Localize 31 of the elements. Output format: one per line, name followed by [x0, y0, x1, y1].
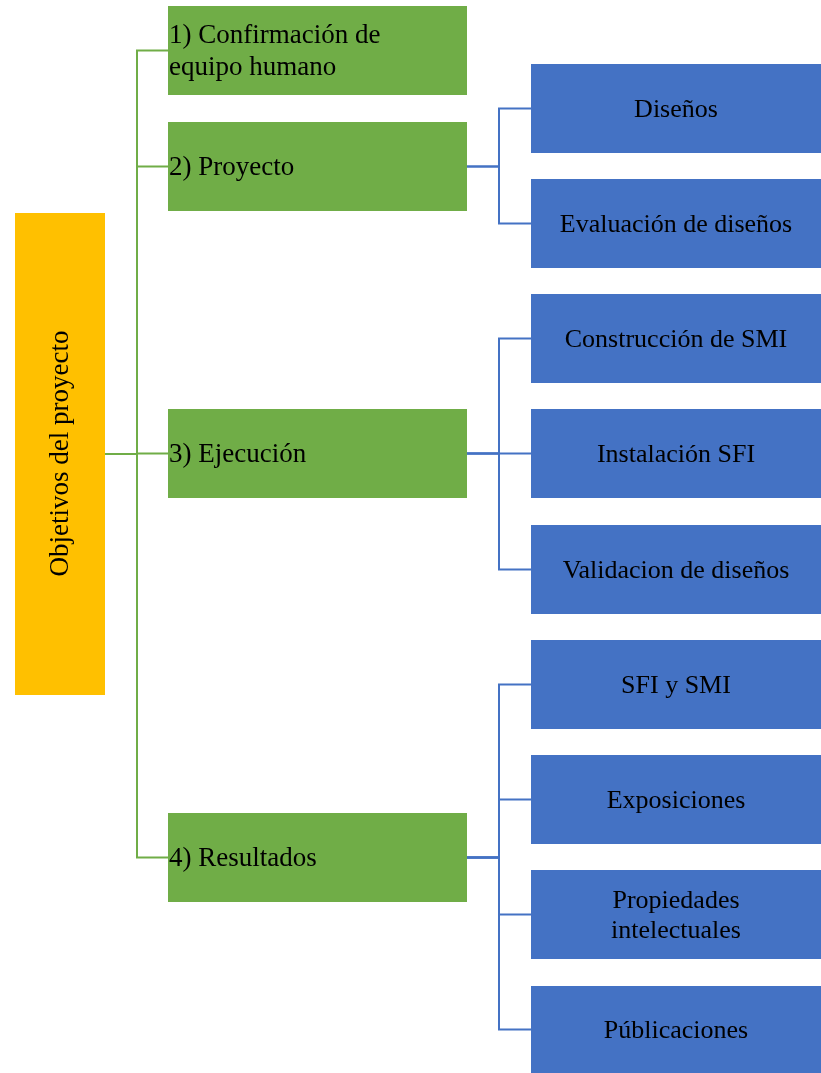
task-box — [531, 64, 821, 153]
connector-line — [466, 452, 532, 571]
task-box — [531, 640, 821, 729]
root-box — [15, 213, 105, 695]
box-label: Propiedades intelectuales — [610, 884, 742, 945]
box-label: Objetivos del proyecto — [44, 331, 76, 577]
box-label: Públicaciones — [603, 1014, 749, 1045]
box-label: Evaluación de diseños — [559, 208, 793, 239]
connector-line — [466, 165, 532, 225]
box-label: 4) Resultados — [169, 841, 317, 873]
box-label: Construcción de SMI — [564, 323, 788, 354]
box-label: 1) Confirmación de equipo humano — [169, 19, 382, 82]
box-label: 2) Proyecto — [169, 150, 295, 182]
task-box — [531, 986, 821, 1073]
box-label: Diseños — [634, 93, 718, 124]
box-label: Exposiciones — [606, 784, 746, 815]
task-box — [531, 870, 821, 959]
connector-line — [466, 856, 532, 1031]
task-box — [531, 179, 821, 268]
stage-box — [168, 6, 467, 95]
task-box — [531, 409, 821, 498]
box-label: Validacion de diseños — [562, 554, 790, 585]
stage-box — [168, 813, 467, 902]
box-label: 3) Ejecución — [169, 437, 307, 469]
box-label: Instalación SFI — [596, 438, 756, 469]
stage-box — [168, 122, 467, 211]
task-box — [531, 294, 821, 383]
task-box — [531, 525, 821, 614]
box-label: SFI y SMI — [621, 669, 731, 700]
stage-box — [168, 409, 467, 498]
task-box — [531, 755, 821, 844]
